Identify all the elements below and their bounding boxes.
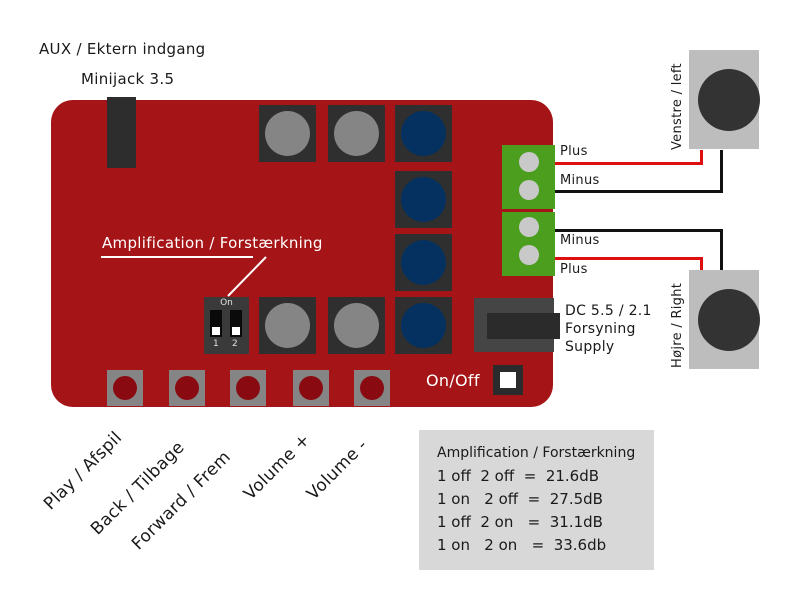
dc-spec-label: DC 5.5 / 2.1 bbox=[565, 303, 652, 319]
amplification-row-2: 1 on 2 off = 27.5dB bbox=[437, 490, 603, 508]
button-cap bbox=[401, 111, 446, 156]
speaker-cone bbox=[698, 69, 760, 131]
wire-left-minus-riser bbox=[720, 150, 723, 193]
amplification-table-title: Amplification / Forstærkning bbox=[437, 445, 636, 461]
dip-switch-2[interactable] bbox=[230, 310, 242, 337]
switch-knob bbox=[500, 372, 516, 388]
left-minus-label: Minus bbox=[560, 173, 600, 188]
minijack-connector bbox=[107, 97, 136, 168]
button-dot bbox=[175, 376, 199, 400]
large-button-blue-4 bbox=[395, 297, 452, 354]
left-plus-label: Plus bbox=[560, 144, 588, 159]
large-button-grey-2 bbox=[328, 105, 385, 162]
wire-right-minus bbox=[553, 229, 723, 232]
amplification-row-3: 1 off 2 on = 31.1dB bbox=[437, 513, 603, 531]
dip-slider bbox=[212, 327, 220, 335]
amplification-label: Amplification / Forstærkning bbox=[102, 234, 323, 252]
amplification-row-1: 1 off 2 off = 21.6dB bbox=[437, 467, 600, 485]
dc-plug bbox=[487, 313, 560, 339]
amplification-underline bbox=[101, 256, 253, 258]
on-off-switch[interactable] bbox=[493, 365, 523, 395]
button-dot bbox=[360, 376, 384, 400]
speaker-left-label: Venstre / left bbox=[670, 63, 685, 150]
terminal-block-left bbox=[502, 145, 555, 209]
on-off-label: On/Off bbox=[426, 371, 480, 390]
wire-right-plus bbox=[553, 257, 703, 260]
large-button-grey-4 bbox=[328, 297, 385, 354]
speaker-right-label: Højre / Right bbox=[670, 282, 685, 368]
wire-left-minus bbox=[553, 190, 723, 193]
tact-button-forward[interactable] bbox=[230, 370, 266, 406]
button-label-forward: Forward / Frem bbox=[128, 447, 235, 555]
button-label-volume-down: Volume - bbox=[303, 435, 372, 505]
button-dot bbox=[236, 376, 260, 400]
large-button-grey-1 bbox=[259, 105, 316, 162]
button-cap bbox=[401, 303, 446, 348]
button-label-volume-up: Volume + bbox=[240, 429, 315, 505]
terminal-screw bbox=[519, 180, 539, 200]
large-button-blue-3 bbox=[395, 234, 452, 291]
dc-forsyning-label: Forsyning bbox=[565, 321, 636, 337]
wire-left-plus-riser bbox=[700, 150, 703, 165]
terminal-screw bbox=[519, 152, 539, 172]
dip-slider bbox=[232, 327, 240, 335]
tact-button-volume-down[interactable] bbox=[354, 370, 390, 406]
terminal-block-right bbox=[502, 212, 555, 276]
wire-right-minus-riser bbox=[720, 229, 723, 271]
aux-subtitle: Minijack 3.5 bbox=[81, 70, 175, 88]
speaker-cone bbox=[698, 289, 760, 351]
dip-number-2: 2 bbox=[232, 339, 238, 349]
dip-on-label: On bbox=[220, 298, 233, 308]
tact-button-play[interactable] bbox=[107, 370, 143, 406]
dc-supply-label: Supply bbox=[565, 339, 615, 355]
right-minus-label: Minus bbox=[560, 233, 600, 248]
button-dot bbox=[299, 376, 323, 400]
dc-jack bbox=[474, 298, 560, 352]
aux-title: AUX / Ektern indgang bbox=[39, 40, 206, 58]
button-cap bbox=[401, 177, 446, 222]
button-cap bbox=[401, 240, 446, 285]
dip-switch-1[interactable] bbox=[210, 310, 222, 337]
wire-left-plus bbox=[553, 162, 703, 165]
large-button-blue-1 bbox=[395, 105, 452, 162]
amplification-leader-line bbox=[227, 256, 267, 297]
speaker-right bbox=[689, 270, 760, 369]
button-cap bbox=[334, 303, 379, 348]
dip-number-1: 1 bbox=[213, 339, 219, 349]
dip-switch[interactable]: On 1 2 bbox=[204, 297, 249, 354]
amplification-row-4: 1 on 2 on = 33.6db bbox=[437, 536, 607, 554]
wire-right-plus-riser bbox=[700, 257, 703, 271]
speaker-left bbox=[689, 50, 760, 149]
button-cap bbox=[265, 303, 310, 348]
tact-button-back[interactable] bbox=[169, 370, 205, 406]
tact-button-volume-up[interactable] bbox=[293, 370, 329, 406]
amplification-table: Amplification / Forstærkning 1 off 2 off… bbox=[419, 430, 654, 570]
button-cap bbox=[334, 111, 379, 156]
large-button-blue-2 bbox=[395, 171, 452, 228]
button-dot bbox=[113, 376, 137, 400]
large-button-grey-3 bbox=[259, 297, 316, 354]
terminal-screw bbox=[519, 245, 539, 265]
terminal-screw bbox=[519, 217, 539, 237]
right-plus-label: Plus bbox=[560, 262, 588, 277]
button-cap bbox=[265, 111, 310, 156]
